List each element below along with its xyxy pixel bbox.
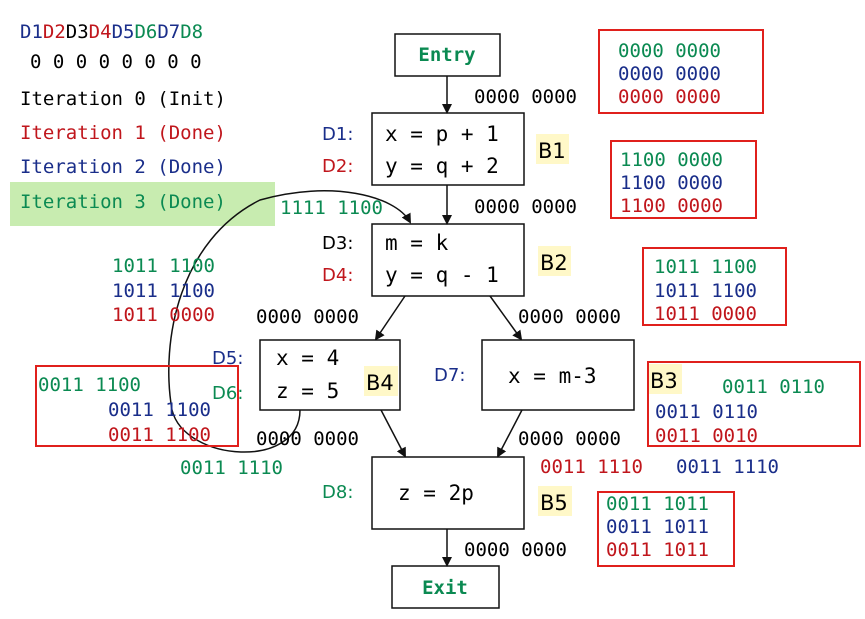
b5-out-set: 0000 0000	[464, 539, 567, 561]
b2-left-iter3: 1011 1100	[112, 255, 215, 277]
b3-label-bg	[648, 364, 682, 394]
block-b5	[371, 456, 525, 530]
def-label-d8: D8	[180, 21, 203, 43]
edge-b2-b4	[374, 295, 406, 341]
b5-stmt-1: z = 2p	[398, 481, 474, 505]
b1-box-iter1: 1100 0000	[620, 195, 723, 217]
entry-label: Entry	[418, 44, 475, 66]
def-label-d4: D4	[89, 21, 112, 43]
b4-back-set: 0011 1110	[180, 457, 283, 479]
iteration-0-label: Iteration 0 (Init)	[20, 88, 226, 110]
b4-stmt-1: x = 4	[276, 346, 339, 370]
b5-in-set-blue: 0011 1110	[676, 456, 779, 478]
d6-label: D6:	[212, 383, 243, 404]
d8-label: D8:	[322, 482, 353, 503]
b2-in-set: 0000 0000	[474, 196, 577, 218]
def-label-d6: D6	[134, 21, 157, 43]
b3-stmt-1: x = m-3	[508, 364, 597, 388]
iteration-3-label: Iteration 3 (Done)	[20, 191, 226, 213]
b4-box-iter2: 0011 1100	[108, 399, 211, 421]
entry-node	[394, 33, 501, 77]
b4-out-box	[35, 365, 239, 447]
b5-in-set-red: 0011 1110	[540, 456, 643, 478]
b2-stmt-2: y = q - 1	[385, 263, 499, 287]
b2-back-in-set: 1111 1100	[280, 197, 383, 219]
b3-out-box	[647, 361, 861, 447]
b1-stmt-2: y = q + 2	[385, 154, 499, 178]
b2-box-iter1: 1011 0000	[654, 303, 757, 325]
b2-box-iter2: 1011 1100	[654, 280, 757, 302]
b4-label-bg	[364, 366, 398, 396]
entry-box-iter3: 0000 0000	[618, 40, 721, 62]
b2-to-b4-set: 0000 0000	[256, 306, 359, 328]
def-label-d2: D2	[43, 21, 66, 43]
def-label-d7: D7	[157, 21, 180, 43]
b4-box-iter3: 0011 1100	[38, 374, 141, 396]
iteration-1-label: Iteration 1 (Done)	[20, 122, 226, 144]
def-label-d1: D1	[20, 21, 43, 43]
b5-label: B5	[540, 491, 568, 515]
b1-box-iter2: 1100 0000	[620, 172, 723, 194]
entry-box-iter1: 0000 0000	[618, 86, 721, 108]
d4-label: D4:	[322, 265, 353, 286]
edge-b4-b5	[380, 409, 406, 458]
edge-b2-b3	[489, 295, 523, 341]
def-label-d5: D5	[112, 21, 135, 43]
d2-label: D2:	[322, 156, 353, 177]
exit-label: Exit	[422, 577, 468, 599]
def-label-d3: D3	[66, 21, 89, 43]
entry-box-iter2: 0000 0000	[618, 63, 721, 85]
b3-label: B3	[650, 369, 678, 393]
b5-box-iter1: 0011 1011	[606, 539, 709, 561]
b2-stmt-1: m = k	[385, 231, 449, 255]
b4-label: B4	[366, 371, 394, 395]
b2-out-box	[642, 247, 787, 326]
block-b1	[371, 112, 525, 186]
b2-left-iter1: 1011 0000	[112, 304, 215, 326]
edge-b4-back-b2	[168, 190, 411, 453]
b5-label-bg	[538, 486, 572, 516]
b5-box-iter3: 0011 1011	[606, 493, 709, 515]
b3-box-iter1: 0011 0010	[655, 425, 758, 447]
b2-label-bg	[538, 246, 571, 276]
iteration-2-label: Iteration 2 (Done)	[20, 156, 226, 178]
b3-box-iter3: 0011 0110	[722, 376, 825, 398]
d5-label: D5:	[212, 348, 243, 369]
b4-out-set: 0000 0000	[256, 428, 359, 450]
b2-box-iter3: 1011 1100	[654, 256, 757, 278]
b5-out-box	[597, 491, 735, 567]
entry-out-set: 0000 0000	[474, 86, 577, 108]
b1-box-iter3: 1100 0000	[620, 149, 723, 171]
edge-b3-b5	[497, 409, 523, 458]
b1-label-bg	[536, 134, 569, 164]
definitions-legend: D1D2D3D4D5D6D7D8	[20, 21, 203, 43]
b3-out-set: 0000 0000	[518, 428, 621, 450]
b2-to-b3-set: 0000 0000	[518, 306, 621, 328]
d7-label: D7:	[434, 365, 465, 386]
entry-out-box	[598, 29, 764, 114]
b1-out-box	[610, 140, 757, 219]
initial-bits: 0 0 0 0 0 0 0 0	[30, 51, 202, 73]
b3-box-iter2: 0011 0110	[655, 401, 758, 423]
block-b3	[481, 339, 635, 411]
b4-box-iter1: 0011 1100	[108, 424, 211, 446]
b5-box-iter2: 0011 1011	[606, 516, 709, 538]
b4-stmt-2: z = 5	[276, 379, 339, 403]
b1-label: B1	[538, 139, 566, 163]
d1-label: D1:	[322, 124, 353, 145]
b2-left-iter2: 1011 1100	[112, 280, 215, 302]
b2-label: B2	[540, 251, 568, 275]
d3-label: D3:	[322, 233, 353, 254]
b1-stmt-1: x = p + 1	[385, 122, 499, 146]
